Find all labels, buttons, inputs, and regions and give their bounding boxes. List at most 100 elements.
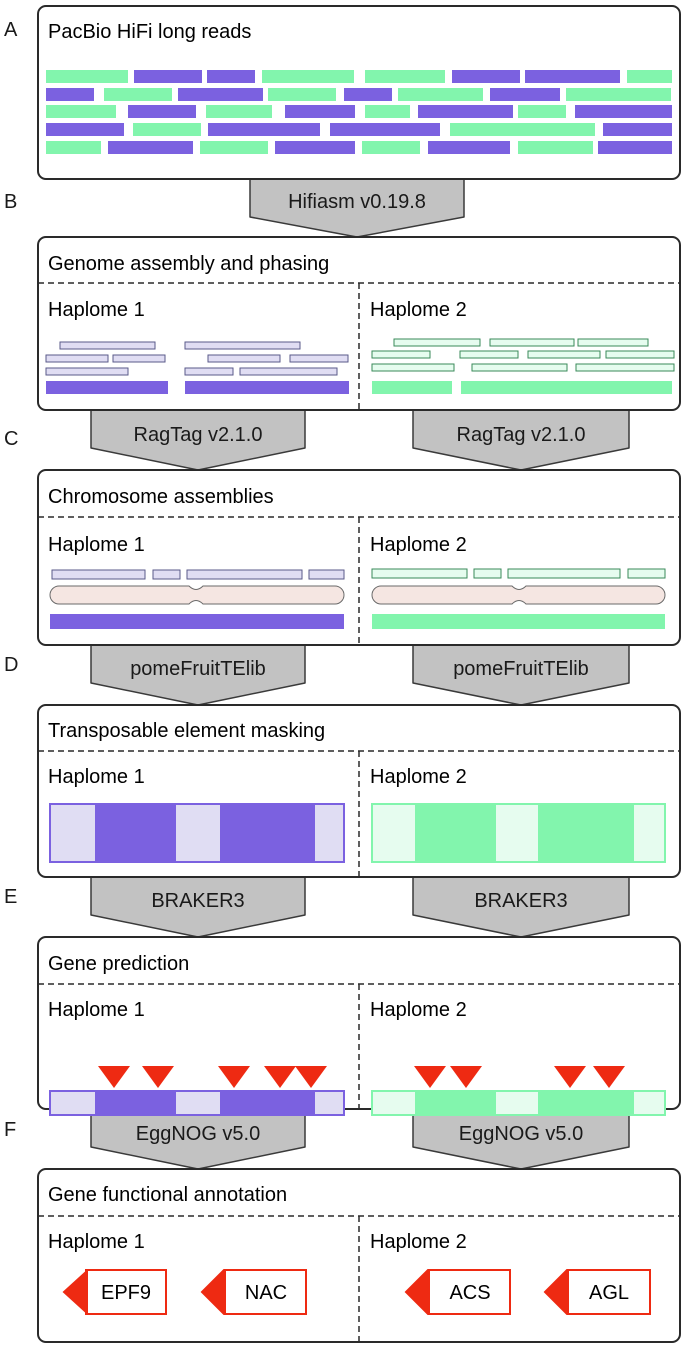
sequencing-read-icon [575,105,672,118]
f-haplome2-label: Haplome 2 [370,1231,467,1253]
sequencing-read-icon [450,123,595,136]
step-letter-a: A [4,19,18,41]
sequencing-read-icon [178,88,263,101]
gene-marker-triangle-icon [218,1066,250,1088]
contig-icon [45,367,129,376]
f-haplome1-label: Haplome 1 [48,1231,145,1253]
contig-icon [371,363,455,372]
gene-arrow-icon [543,1269,651,1315]
box-te-masking: Transposable element masking Haplome 1 H… [37,704,681,878]
arrow-label-ragtag-right: RagTag v2.1.0 [457,424,586,446]
sequencing-read-icon [398,88,483,101]
gene-label-nac: NAC [245,1282,287,1304]
sequencing-read-icon [275,141,355,154]
sequencing-read-icon [133,123,201,136]
masked-region-icon [373,1092,415,1114]
hifi-reads-group [46,70,672,154]
masked-region-icon [373,805,415,861]
box-c-title: Chromosome assemblies [48,486,274,508]
sequencing-read-icon [490,88,560,101]
box-hifi-reads: PacBio HiFi long reads [37,5,681,180]
sequencing-read-icon [207,70,255,83]
sequencing-read-icon [525,70,620,83]
contig-icon [459,350,519,359]
gene-marker-triangle-icon [593,1066,625,1088]
sequencing-read-icon [206,105,272,118]
contig-icon [186,569,303,580]
contig-icon [45,354,109,363]
contig-icon [489,338,575,347]
contig-icon [112,354,166,363]
masked-region-icon [315,805,343,861]
d-haplome2-label: Haplome 2 [370,766,467,788]
arrow-label-eggnog-left: EggNOG v5.0 [136,1123,261,1145]
masked-region-icon [496,1092,538,1114]
contig-icon [59,341,156,350]
box-gene-prediction: Gene prediction Haplome 1 Haplome 2 [37,936,681,1116]
b-haplome1-label: Haplome 1 [48,299,145,321]
contig-icon [371,568,468,579]
contig-icon [471,363,568,372]
gene-label-acs: ACS [449,1282,490,1304]
arrow-label-braker-left: BRAKER3 [151,890,244,912]
gene-marker-triangle-icon [98,1066,130,1088]
d-haplome1-label: Haplome 1 [48,766,145,788]
gene-arrow-icon [62,1269,167,1315]
box-f-title: Gene functional annotation [48,1184,287,1206]
sequencing-read-icon [518,141,593,154]
sequencing-read-icon [262,70,354,83]
b-haplome2-label: Haplome 2 [370,299,467,321]
contig-icon [184,341,301,350]
sequencing-read-icon [268,88,336,101]
sequencing-read-icon [362,141,420,154]
contig-icon [627,568,666,579]
box-d-title: Transposable element masking [48,720,325,742]
box-b-title: Genome assembly and phasing [48,253,329,275]
gene-marker-triangle-icon [554,1066,586,1088]
masked-region-icon [176,1092,220,1114]
chromosome-band-icon [372,614,665,629]
sequencing-read-icon [46,123,124,136]
arrow-label-eggnog-right: EggNOG v5.0 [459,1123,584,1145]
sequencing-read-icon [285,105,355,118]
arrow-label-te-left: pomeFruitTElib [130,658,266,680]
box-a-title: PacBio HiFi long reads [48,21,251,43]
masked-region-icon [634,805,664,861]
masked-region-icon [634,1092,664,1114]
contig-icon [51,569,146,580]
arrow-label-ragtag-left: RagTag v2.1.0 [134,424,263,446]
contig-icon [239,367,338,376]
sequencing-read-icon [518,105,566,118]
sequencing-read-icon [418,105,513,118]
masked-region-icon [51,1092,95,1114]
box-functional-annotation: Gene functional annotation Haplome 1 Hap… [37,1168,681,1343]
gene-label-epf9: EPF9 [101,1282,151,1304]
sequencing-read-icon [46,70,128,83]
step-letter-f: F [4,1119,16,1141]
e-haplome1-label: Haplome 1 [48,999,145,1021]
sequencing-read-icon [46,105,116,118]
contig-icon [605,350,675,359]
sequencing-read-icon [134,70,202,83]
contig-icon [207,354,281,363]
sequencing-read-icon [365,105,410,118]
masked-region-icon [51,805,95,861]
arrow-label-braker-right: BRAKER3 [474,890,567,912]
contig-icon [473,568,502,579]
sequencing-read-icon [452,70,520,83]
step-letter-d: D [4,654,18,676]
gene-marker-triangle-icon [414,1066,446,1088]
sequencing-read-icon [428,141,510,154]
contig-icon [372,381,452,394]
gene-marker-triangle-icon [295,1066,327,1088]
sequencing-read-icon [104,88,172,101]
arrow-label-te-right: pomeFruitTElib [453,658,589,680]
step-letter-b: B [4,191,17,213]
gene-prediction-group [49,1066,666,1116]
step-letter-c: C [4,428,18,450]
chromosome-icon [371,585,666,605]
gene-marker-triangle-icon [450,1066,482,1088]
gene-arrow-icon [404,1269,511,1315]
contig-icon [461,381,672,394]
contig-icon [152,569,181,580]
